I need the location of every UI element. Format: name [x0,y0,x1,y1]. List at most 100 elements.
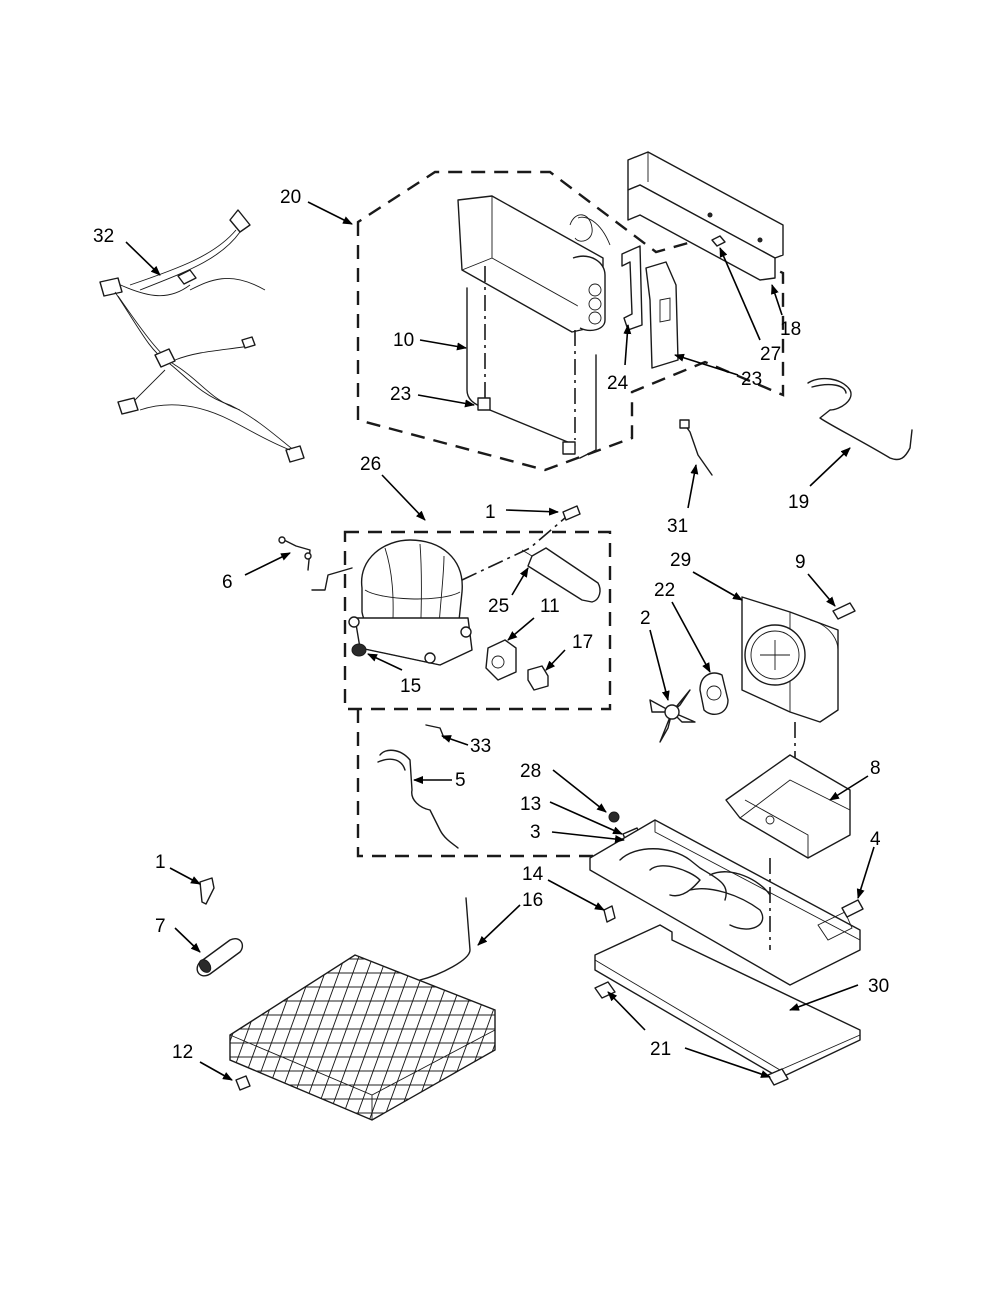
leader-15 [367,653,403,671]
foot-21-right [767,1068,789,1086]
leader-1b [169,867,201,885]
leader-26 [381,474,426,521]
callout-17: 17 [572,632,593,653]
fan-blade-2 [649,689,696,743]
callout-16: 16 [522,890,543,911]
screw-4 [841,899,864,918]
callout-21: 21 [650,1039,671,1060]
bracket-8 [725,754,851,859]
leader-9 [807,573,836,607]
leader-18 [771,284,783,316]
callout-18: 18 [780,319,801,340]
process-tube-6 [279,537,311,571]
callout-30: 30 [868,976,889,997]
callout-26: 26 [360,454,381,475]
fan-shroud-29 [741,596,839,723]
callout-1-bottom: 1 [155,852,166,873]
leader-7 [174,927,201,953]
callout-numbers: 20 32 10 23 24 23 27 18 19 31 26 1 6 25 … [93,187,889,1063]
leader-17 [545,649,566,671]
callout-14: 14 [522,864,544,885]
leader-14 [547,879,605,911]
relay-11 [485,639,517,681]
leader-16 [477,904,521,946]
callout-23-right: 23 [741,369,762,390]
evaporator-coil [457,195,611,440]
leader-19 [809,447,851,487]
callout-9: 9 [795,552,806,573]
leader-21b [684,1047,771,1078]
clip-27 [711,235,726,247]
leader-10 [419,339,467,351]
callout-13: 13 [520,794,541,815]
leader-31 [687,464,699,509]
leader-3 [551,831,625,843]
condenser-16 [229,897,496,1121]
callout-10: 10 [393,330,414,351]
compressor-group-outline [343,530,612,711]
callout-1-top: 1 [485,502,496,523]
leader-23b [674,353,739,376]
evaporator-group-outline [356,170,785,472]
callout-19: 19 [788,492,809,513]
callout-5: 5 [455,770,466,791]
callout-24: 24 [607,373,629,394]
clip-23-bottom [562,441,576,455]
leader-2 [649,629,670,701]
leader-13 [549,801,623,835]
callout-29: 29 [670,550,691,571]
callout-7: 7 [155,916,166,937]
clip-33 [425,724,445,739]
grommet-15 [351,643,367,657]
leader-6 [244,552,291,576]
callout-31: 31 [667,516,688,537]
clip-12 [235,1075,251,1091]
screw-1-bottom [199,877,215,905]
drier-25 [527,547,601,603]
callout-33: 33 [470,736,491,757]
leader-24 [623,324,632,366]
leader-23a [417,394,475,408]
leader-1a [505,507,559,516]
callout-6: 6 [222,572,233,593]
discharge-line [311,567,353,591]
screw-14 [603,905,616,923]
grommet-28 [608,811,620,823]
fan-motor-22 [699,672,729,716]
screw-9 [832,602,856,620]
tube-5 [379,749,459,849]
leader-22 [671,601,711,673]
base-plate-3 [589,819,861,986]
leader-20 [307,201,353,225]
leader-8 [829,775,869,801]
overload-17 [527,665,549,691]
callout-4: 4 [870,829,881,850]
defrost-heater-23 [579,354,597,459]
callout-15: 15 [400,676,421,697]
callout-20: 20 [280,187,301,208]
air-duct-18 [627,151,784,281]
wiring-harness [99,209,305,463]
thermistor-31 [684,424,713,476]
compressor-harness-outline [356,709,600,858]
leader-4 [856,846,875,899]
evaporator-cover-23 [645,261,679,369]
callout-12: 12 [172,1042,193,1063]
leader-11 [507,617,535,641]
bracket-24 [621,245,643,331]
leader-12 [199,1061,233,1081]
screw-1-top [562,505,581,521]
leader-32 [125,241,161,276]
leader-28 [552,769,607,813]
callout-28: 28 [520,761,541,782]
compressor [348,539,473,666]
leader-27 [719,247,761,341]
callout-leaders [125,201,875,1081]
callout-3: 3 [530,822,541,843]
callout-25: 25 [488,596,509,617]
leader-29 [692,571,743,601]
tube-19 [807,377,913,461]
leader-33 [441,735,469,746]
callout-8: 8 [870,758,881,779]
callout-2: 2 [640,608,651,629]
